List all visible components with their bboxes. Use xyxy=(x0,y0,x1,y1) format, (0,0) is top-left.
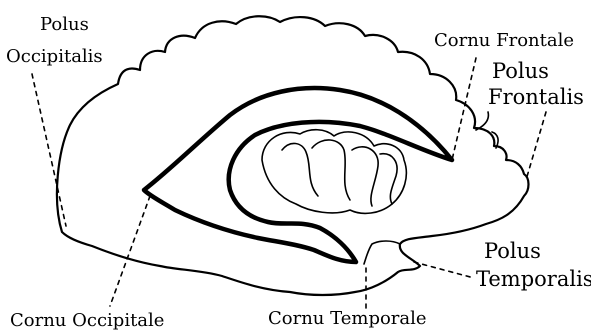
label-polus-temporalis-2: Temporalis xyxy=(476,267,591,291)
label-polus-frontalis-2: Frontalis xyxy=(488,85,584,109)
basal-ganglia-lobe-1 xyxy=(282,143,318,196)
label-polus-temporalis-1: Polus xyxy=(484,239,541,263)
basal-ganglia-lobe-4 xyxy=(380,154,397,204)
label-polus-occipitalis-2: Occipitalis xyxy=(6,46,103,67)
label-polus-frontalis-1: Polus xyxy=(492,59,549,83)
hemisphere-outline xyxy=(57,16,529,295)
label-cornu-frontale: Cornu Frontale xyxy=(434,30,574,51)
label-cornu-temporale: Cornu Temporale xyxy=(268,308,427,329)
label-cornu-occipitale: Cornu Occipitale xyxy=(10,310,164,331)
basal-ganglia-lobe-3 xyxy=(352,147,378,206)
leader-cornu-occipitale xyxy=(110,196,150,306)
temporal-lobe-line xyxy=(364,241,400,264)
label-polus-occipitalis-1: Polus xyxy=(40,14,89,35)
leader-cornu-frontale xyxy=(452,58,476,160)
basal-ganglia-lobe-2 xyxy=(312,140,350,200)
leader-polus-temporalis xyxy=(414,262,474,278)
leader-polus-frontalis xyxy=(526,112,546,180)
basal-ganglia-outer xyxy=(262,130,406,214)
